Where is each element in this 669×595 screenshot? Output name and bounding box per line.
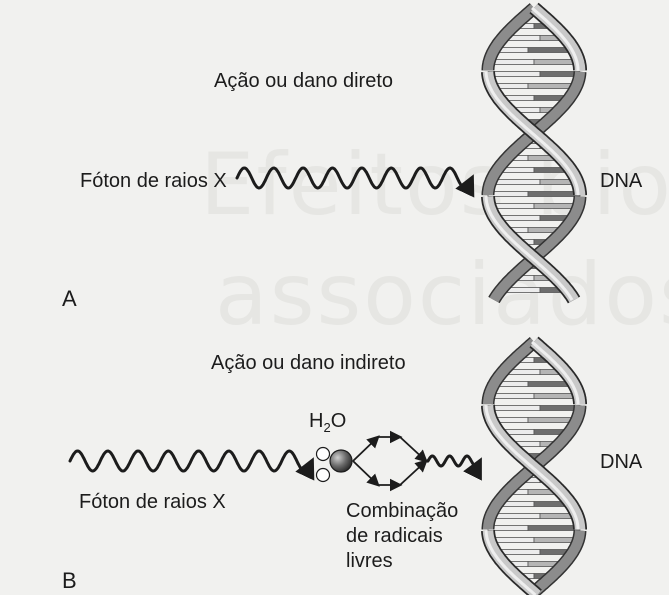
radical-wave-b — [428, 456, 480, 466]
dna-helix-a — [486, 8, 580, 300]
radicals-label-line: livres — [346, 550, 393, 573]
radicals-label-line: de radicais — [346, 525, 443, 548]
panel-b-title: Ação ou dano indireto — [211, 352, 406, 375]
panel-b — [70, 342, 580, 595]
dna-helix-b — [486, 342, 580, 595]
base-pair — [528, 192, 580, 197]
water-formula-label: H2O — [309, 410, 346, 436]
photon-wave-a — [237, 168, 472, 188]
base-pair — [488, 72, 540, 77]
water-molecule-icon — [317, 448, 353, 482]
panel-a-dna-label: DNA — [600, 170, 642, 193]
panel-b-letter: B — [62, 568, 77, 593]
panel-a-letter: A — [62, 286, 77, 311]
base-pair — [528, 526, 580, 531]
panel-a — [237, 8, 580, 300]
panel-b-dna-label: DNA — [600, 451, 642, 474]
radicals-label-line: Combinação — [346, 500, 458, 523]
base-pair — [488, 406, 540, 411]
panel-a-title: Ação ou dano direto — [214, 70, 393, 93]
panel-b-photon-label: Fóton de raios X — [79, 491, 226, 514]
radical-pathway-arrows — [353, 437, 426, 485]
panel-a-photon-label: Fóton de raios X — [80, 170, 227, 193]
photon-wave-b — [70, 451, 312, 471]
